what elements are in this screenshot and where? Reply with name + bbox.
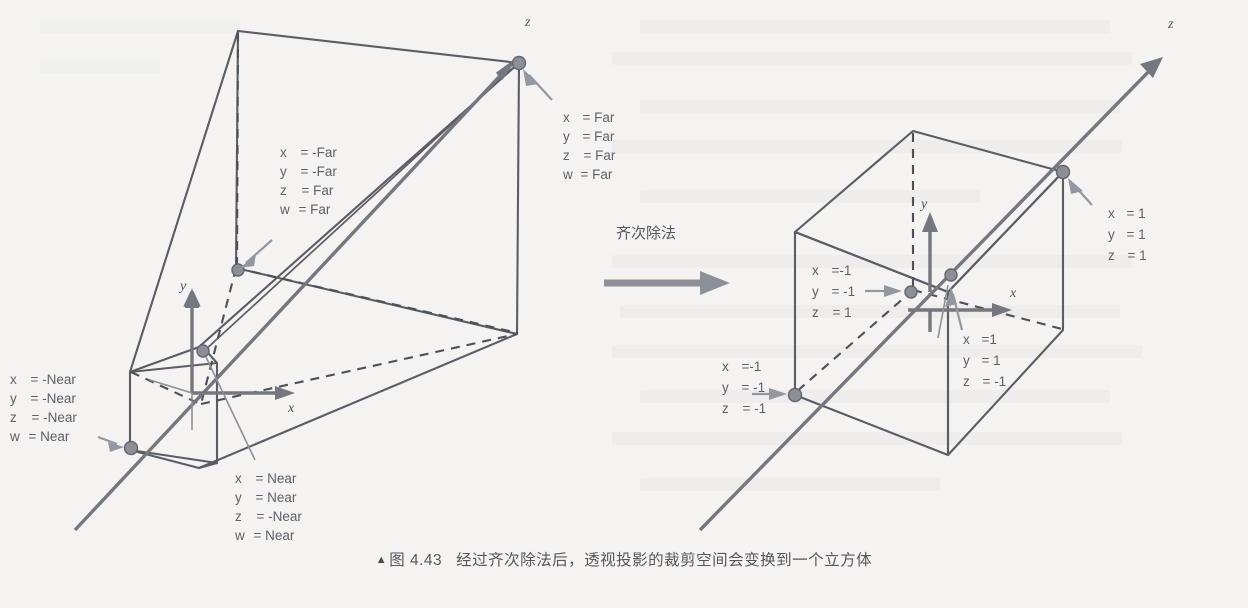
cube-origin-leader (937, 284, 949, 339)
cube-y-axis-arrow-tip (922, 212, 938, 232)
homogeneous-division-arrow-group: 齐次除法 (604, 225, 730, 295)
svg-text:z = Far: z = Far (563, 148, 616, 163)
x-axis-arrow-tip (275, 386, 295, 400)
svg-text:z = -Near: z = -Near (10, 410, 77, 425)
z-axis-line (73, 61, 514, 532)
svg-text:y = -Near: y = -Near (10, 391, 76, 406)
paper-bleed-block (640, 478, 940, 491)
far-top-right-leader-arrow (523, 69, 539, 86)
annotation-near-bottom-left: x = -Near y = -Near z = -Near w = Near (9, 372, 77, 444)
annotation-far-top-right: x = Far y = Far z = Far w = Far (562, 110, 616, 182)
annotation-cube-front-bottom-left: x =-1 y = -1 z = -1 (722, 359, 766, 416)
cube-corner-back-top-left (904, 285, 918, 299)
caption-marker-icon: ▲ (375, 554, 388, 566)
transform-arrow-label: 齐次除法 (616, 225, 676, 242)
z-axis-arrowhead (495, 61, 514, 80)
cube-leader-arrow-back-top-left (884, 285, 902, 297)
svg-text:y = 1: y = 1 (963, 353, 1001, 368)
svg-text:x =1: x =1 (963, 332, 997, 347)
svg-text:z = 1: z = 1 (1108, 248, 1147, 263)
svg-text:y = Near: y = Near (235, 490, 297, 505)
svg-text:z = -1: z = -1 (722, 401, 766, 416)
svg-text:x =-1: x =-1 (812, 263, 851, 278)
svg-text:x = -Far: x = -Far (280, 145, 337, 160)
svg-text:w = Near: w = Near (234, 528, 295, 543)
near-bottom-left-leader-arrow (108, 442, 124, 452)
near-plane-leader (205, 356, 256, 461)
svg-text:x = 1: x = 1 (1108, 206, 1146, 221)
far-top-left-leader-arrow (240, 254, 256, 268)
cube-y-axis-label: y (919, 197, 928, 212)
origin-point (196, 344, 210, 358)
svg-text:w = Far: w = Far (279, 202, 331, 217)
cube-corner-front-bottom-left (787, 387, 803, 403)
svg-text:y = 1: y = 1 (1108, 227, 1146, 242)
annotation-far-top-left: x = -Far y = -Far z = Far w = Far (279, 145, 337, 217)
annotation-cube-far-top-right: x = 1 y = 1 z = 1 (1108, 206, 1147, 263)
paper-bleed-block (640, 190, 980, 203)
x-axis-label: x (287, 401, 295, 416)
figure-caption: ▲图 4.43 经过齐次除法后，透视投影的裁剪空间会变换到一个立方体 (0, 548, 1248, 570)
svg-text:x = Near: x = Near (235, 471, 297, 486)
frustum-hidden-edge-bottom (235, 266, 519, 335)
svg-text:z = Far: z = Far (280, 183, 334, 198)
near-bottom-left-leader (97, 435, 118, 446)
svg-text:y = -Far: y = -Far (280, 164, 337, 179)
frustum-near-hidden-edge (130, 371, 201, 405)
right-cube-group: z y x (698, 17, 1174, 532)
svg-text:y = -1: y = -1 (722, 380, 765, 395)
left-frustum-group: z y x (9, 15, 616, 543)
cube-corner-far-top-right (1055, 164, 1071, 180)
cube-z-axis-arrow-tip (1140, 57, 1163, 78)
annotation-near-bottom-right: x = Near y = Near z = -Near w = Near (234, 471, 302, 543)
paper-bleed-block (640, 20, 1110, 33)
caption-text: 经过齐次除法后，透视投影的裁剪空间会变换到一个立方体 (456, 552, 873, 569)
frustum-edge-bottom-right (197, 332, 519, 470)
far-top-right-vertex (511, 55, 527, 71)
cube-leader-arrow-front-bottom-right (945, 287, 957, 307)
svg-text:z = 1: z = 1 (812, 305, 852, 320)
svg-text:x = -Near: x = -Near (10, 372, 76, 387)
svg-text:x =-1: x =-1 (722, 359, 761, 374)
z-axis-label: z (524, 15, 531, 30)
cube-z-axis-line (698, 60, 1160, 532)
paper-bleed-block (40, 20, 240, 33)
cube-x-axis-arrow-tip (992, 303, 1012, 317)
cube-z-axis-label: z (1167, 17, 1174, 32)
cube-right-face (946, 170, 1065, 457)
frustum-near-front-face (128, 361, 219, 465)
cube-leader-arrow-front-bottom-left (769, 388, 787, 400)
frustum-hidden-vertical (235, 32, 240, 267)
annotation-cube-back-top-left: x =-1 y = -1 z = 1 (812, 263, 855, 320)
annotation-cube-front-bottom-right: x =1 y = 1 z = -1 (963, 332, 1006, 389)
svg-text:y = -1: y = -1 (812, 284, 855, 299)
paper-bleed-block (612, 140, 1122, 153)
paper-bleed-block (640, 100, 1120, 113)
frustum-hidden-edge-left (199, 267, 238, 405)
paper-bleed-block (612, 432, 1122, 445)
y-axis-label: y (178, 279, 187, 294)
svg-text:z = -Near: z = -Near (235, 509, 302, 524)
axis-tail-left (149, 379, 193, 394)
frustum-far-plane (234, 29, 521, 336)
svg-text:x = Far: x = Far (563, 110, 615, 125)
paper-bleed-block (612, 52, 1132, 65)
cube-origin-point (944, 268, 958, 282)
caption-number: 图 4.43 (389, 552, 443, 569)
transform-arrow-head (700, 271, 730, 295)
cube-hidden-edge-left (794, 289, 914, 394)
cube-leader-arrow-far-top-right (1068, 178, 1083, 194)
svg-text:y = Far: y = Far (563, 129, 615, 144)
paper-bleed-block (40, 60, 160, 73)
frustum-edge-top-left (128, 29, 240, 374)
svg-text:w = Far: w = Far (562, 167, 613, 182)
svg-text:w = Near: w = Near (9, 429, 70, 444)
near-bottom-left-vertex (123, 440, 139, 456)
cube-hidden-edge-right (912, 288, 1063, 331)
far-top-left-vertex (231, 263, 245, 277)
cube-x-axis-label: x (1009, 286, 1017, 301)
y-axis-arrow-tip (185, 288, 199, 308)
svg-text:z = -1: z = -1 (963, 374, 1006, 389)
